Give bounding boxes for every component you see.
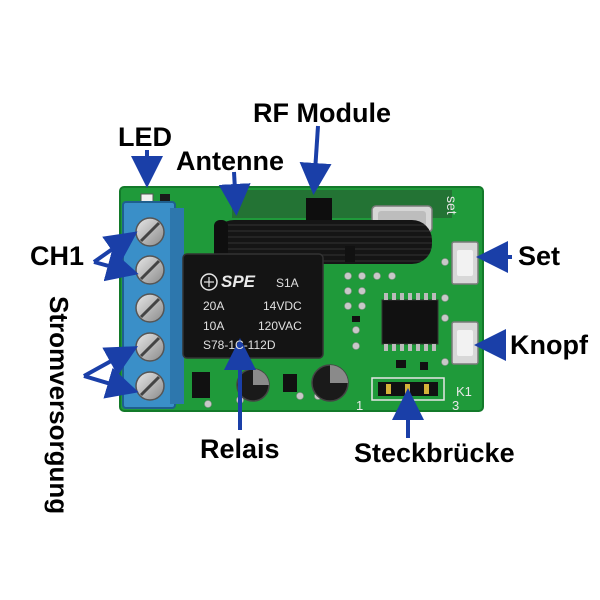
label-rf-module: RF Module — [253, 98, 391, 128]
capacitor-2 — [311, 364, 349, 402]
pcb-jumper-pin-1: 1 — [356, 398, 364, 413]
relay-voltage-ac: 120VAC — [258, 319, 302, 333]
pointer-arrows — [83, 125, 512, 438]
set-button-body — [451, 241, 479, 285]
ic-chip — [381, 299, 439, 345]
label-stromversorgung: Stromversorgung — [44, 296, 74, 515]
relay-brand: SPE — [221, 272, 256, 291]
terminal-screws — [135, 217, 165, 401]
knopf-button-body — [451, 321, 479, 365]
arrow-ch1-a — [92, 231, 138, 264]
relay-current-ac: 10A — [203, 319, 225, 333]
arrow-antenne — [218, 171, 251, 216]
relay-part-number: S78-1C-112D — [203, 338, 276, 352]
label-knopf: Knopf — [510, 330, 588, 360]
arrow-power-a — [83, 346, 139, 378]
relay-current-dc: 20A — [203, 299, 225, 313]
antenna-coil — [214, 220, 432, 264]
relay-brand-logo — [200, 273, 218, 291]
label-ch1: CH1 — [30, 241, 85, 271]
arrow-rf-module — [299, 125, 332, 195]
pcb-jumper-pin-3: 3 — [452, 398, 460, 413]
label-led: LED — [118, 122, 172, 152]
arrow-ch1-b — [93, 250, 139, 282]
pcb-set-silkscreen: set — [444, 196, 460, 215]
relay-model-code: S1A — [276, 276, 299, 290]
label-relais: Relais — [200, 434, 280, 464]
pcb-k1-silkscreen: K1 — [456, 384, 472, 399]
relay-voltage-dc: 14VDC — [263, 299, 302, 313]
label-set: Set — [518, 241, 561, 271]
label-antenne: Antenne — [176, 146, 284, 176]
label-steckbruecke: Steckbrücke — [354, 438, 515, 468]
led — [140, 193, 154, 203]
capacitor-1 — [236, 368, 270, 402]
pcb-pads — [204, 258, 449, 408]
arrow-power-b — [83, 367, 139, 399]
